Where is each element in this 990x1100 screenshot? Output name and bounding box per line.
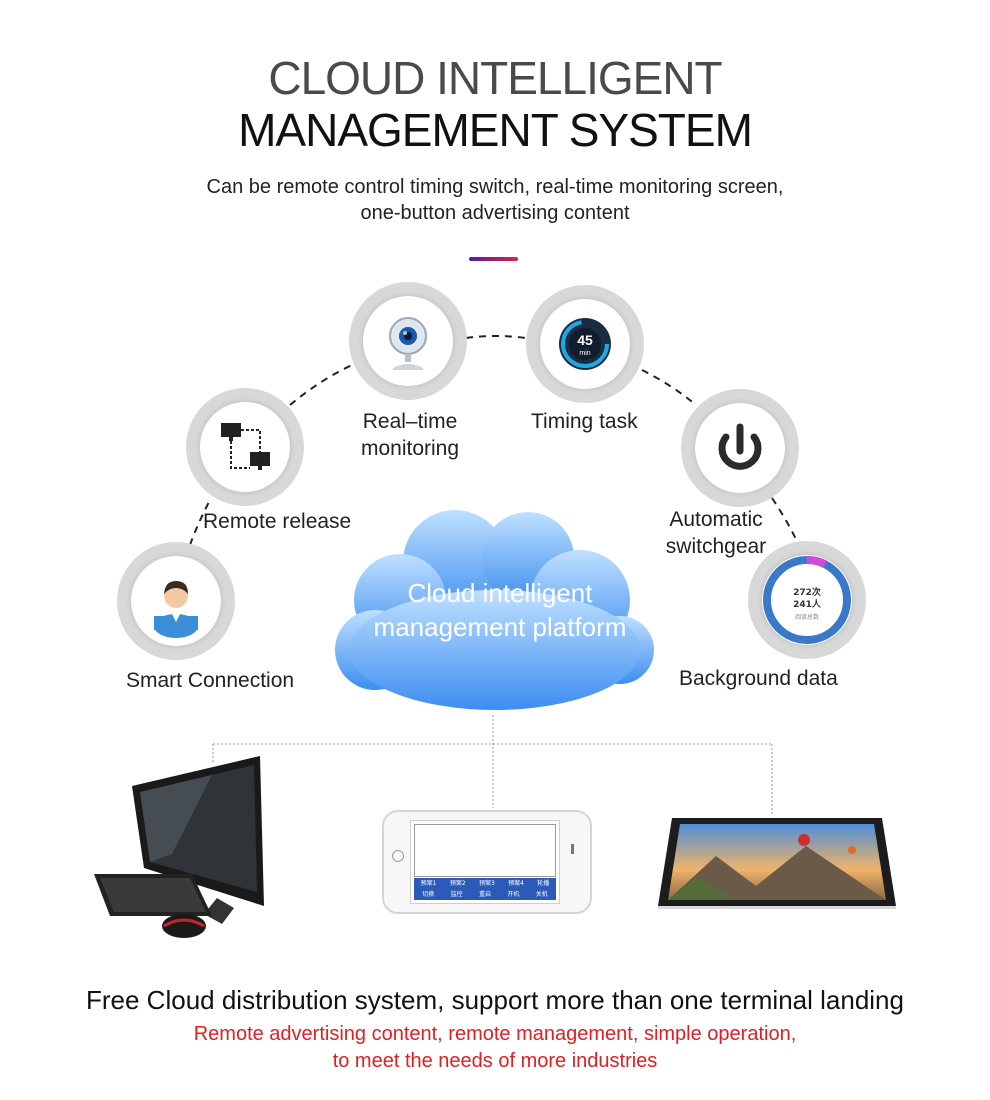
- phone-screen: 预案1 预案2 预案3 预案4 轮播 切换 监控 重启 开机 关机: [410, 820, 560, 904]
- donut-stat-2: 241人: [793, 598, 822, 610]
- cloud-platform-label: Cloud intelligent management platform: [373, 578, 627, 642]
- node-remote-release[interactable]: [186, 388, 304, 506]
- label-smart-connection: Smart Connection: [126, 669, 295, 692]
- control-button[interactable]: 关机: [535, 891, 548, 898]
- footer-headline: Free Cloud distribution system, support …: [86, 985, 904, 1015]
- user-icon: [154, 581, 198, 638]
- label-automatic-switchgear: Automatic switchgear: [665, 508, 767, 558]
- donut-chart-icon: 272次 241人 阅读总数: [763, 556, 851, 644]
- control-button[interactable]: 监控: [450, 891, 463, 898]
- node-smart-connection[interactable]: [117, 542, 235, 660]
- control-button[interactable]: 预案1: [420, 880, 437, 887]
- control-row-1: 预案1 预案2 预案3 预案4 轮播: [414, 878, 556, 889]
- control-panel: 预案1 预案2 预案3 预案4 轮播 切换 监控 重启 开机 关机: [414, 878, 556, 900]
- power-icon: [718, 423, 762, 470]
- timer-unit: min: [579, 350, 590, 357]
- timer-value: 45: [577, 332, 593, 348]
- label-timing-task: Timing task: [531, 410, 638, 433]
- control-button[interactable]: 预案4: [508, 880, 524, 887]
- smartphone-icon[interactable]: 预案1 预案2 预案3 预案4 轮播 切换 监控 重启 开机 关机: [382, 810, 592, 914]
- control-button[interactable]: 重启: [478, 891, 491, 898]
- label-background-data: Background data: [679, 667, 838, 690]
- subtitle-line1: Can be remote control timing switch, rea…: [206, 176, 784, 198]
- control-button[interactable]: 预案3: [478, 880, 495, 887]
- tablet-icon[interactable]: [656, 816, 898, 910]
- control-button[interactable]: 开机: [507, 891, 520, 898]
- label-realtime-monitoring: Real–time monitoring: [360, 410, 460, 460]
- page-title-line1: CLOUD INTELLIGENT: [268, 52, 722, 104]
- webcam-icon: [389, 317, 427, 370]
- node-realtime-monitoring[interactable]: [349, 282, 467, 400]
- node-automatic-switchgear[interactable]: [681, 389, 799, 507]
- preview-panel: [414, 824, 556, 877]
- home-button: [392, 850, 404, 862]
- subtitle-line2: one-button advertising content: [360, 202, 630, 224]
- donut-stat-1: 272次: [793, 586, 821, 598]
- speaker-slot: [571, 844, 574, 854]
- control-button[interactable]: 预案2: [449, 880, 466, 887]
- node-background-data[interactable]: 272次 241人 阅读总数: [748, 541, 866, 659]
- footer-tagline: Remote advertising content, remote manag…: [193, 1023, 797, 1072]
- timer-icon: 45 min: [559, 318, 611, 370]
- network-icon: [221, 423, 270, 470]
- page-title-line2: MANAGEMENT SYSTEM: [238, 104, 753, 156]
- all-in-one-computer-icon[interactable]: [92, 756, 270, 942]
- control-button[interactable]: 轮播: [537, 880, 550, 887]
- control-button[interactable]: 切换: [422, 891, 435, 898]
- node-timing-task[interactable]: 45 min: [526, 285, 644, 403]
- label-remote-release: Remote release: [203, 510, 352, 533]
- accent-divider: [469, 257, 518, 261]
- control-row-2: 切换 监控 重启 开机 关机: [414, 889, 556, 900]
- cloud-shape: [335, 510, 654, 710]
- donut-stat-3: 阅读总数: [795, 613, 819, 621]
- page-subtitle: Can be remote control timing switch, rea…: [0, 174, 990, 226]
